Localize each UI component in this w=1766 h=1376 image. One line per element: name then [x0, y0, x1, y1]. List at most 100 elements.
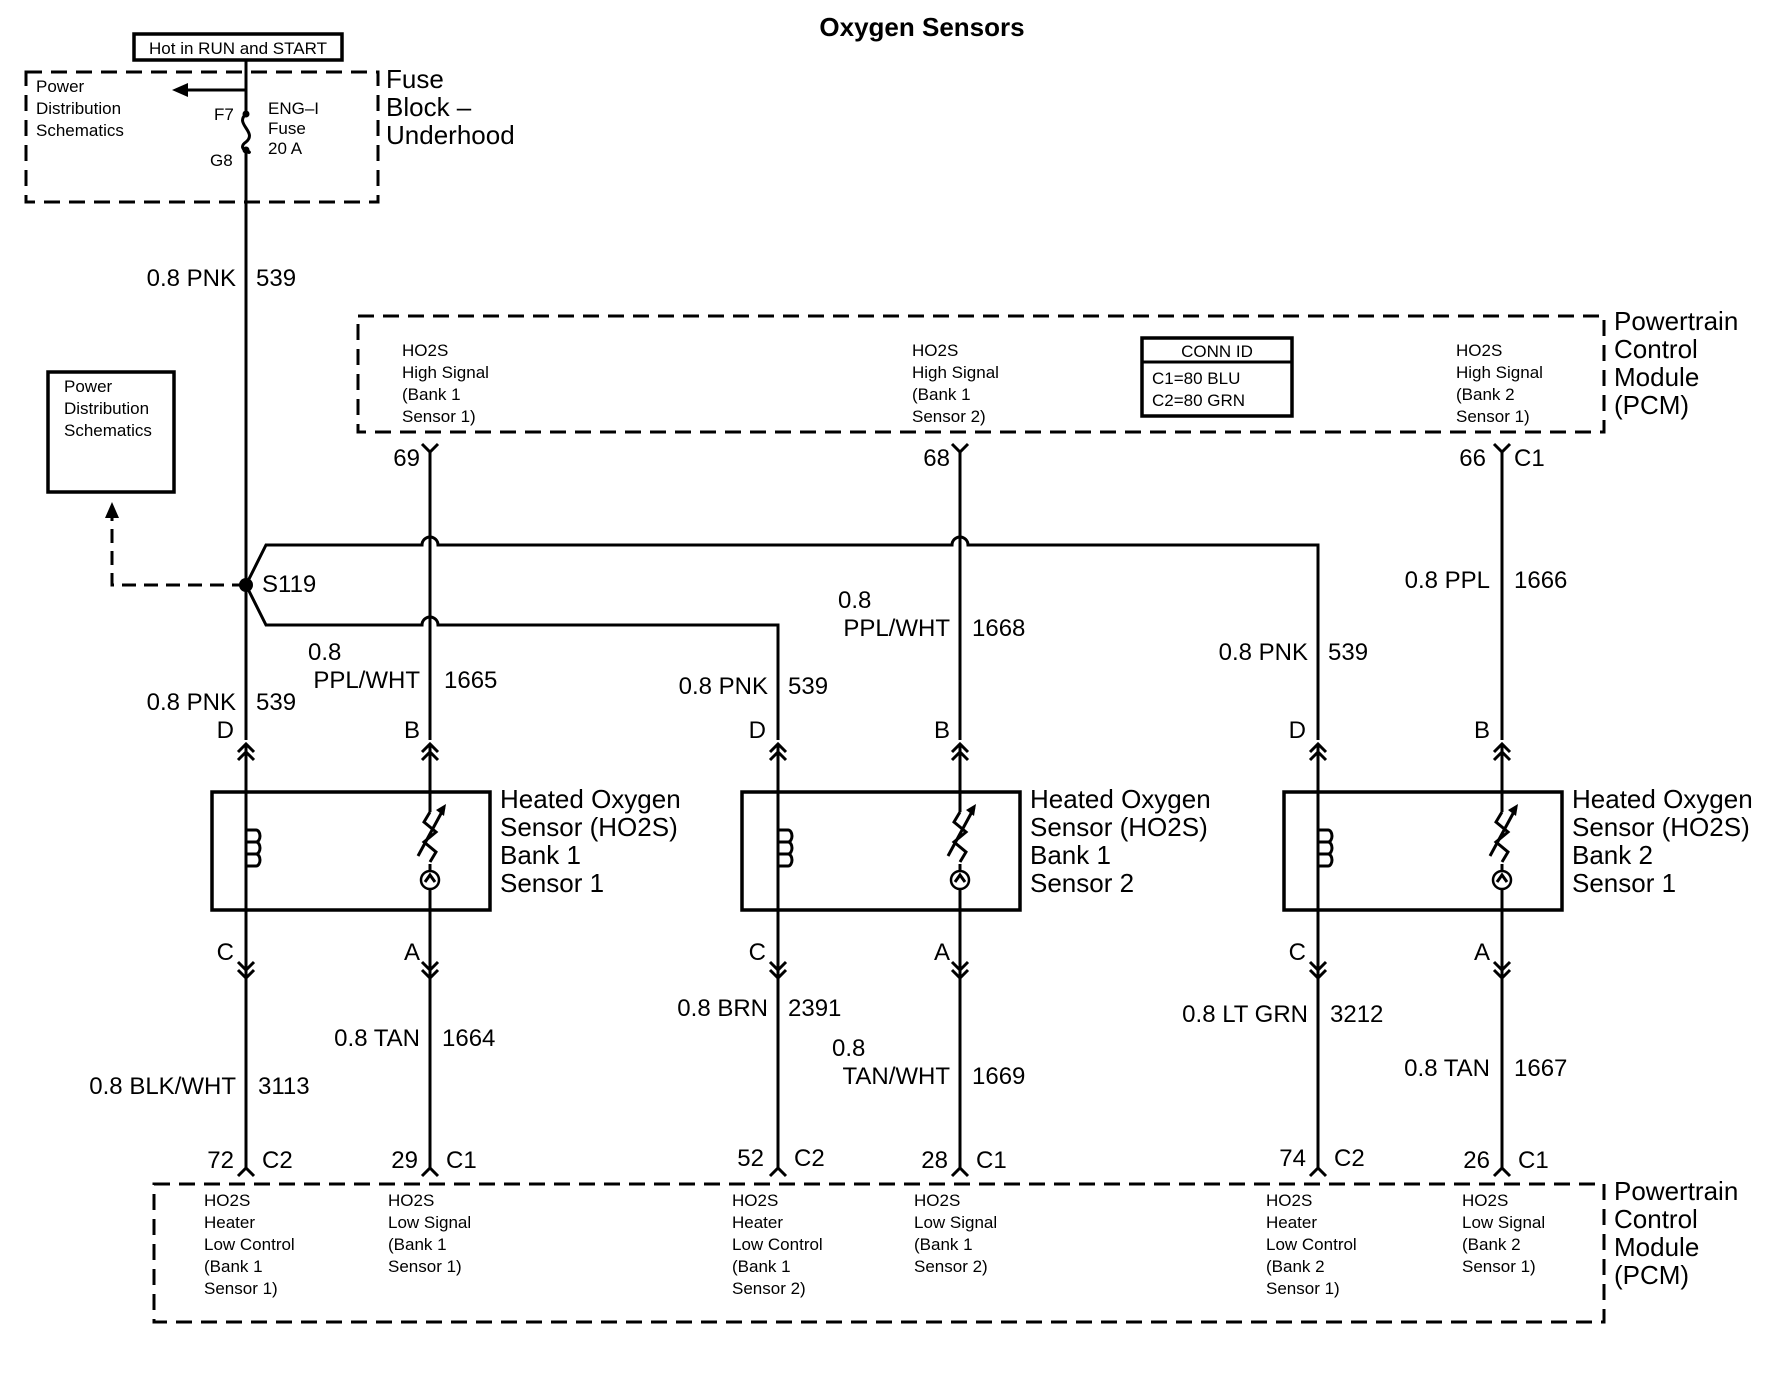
- pcm-bottom-pin-26-name: HO2S Low Signal (Bank 2 Sensor 1): [1462, 1191, 1545, 1276]
- fuse-block-label: Fuse Block – Underhood: [386, 64, 515, 150]
- svg-text:High Signal: High Signal: [1456, 363, 1543, 382]
- pcm-top-pin-66: 66: [1459, 445, 1486, 472]
- sensing-element-icon-s3: [1488, 804, 1518, 891]
- sensing-element-icon-s1: [416, 804, 446, 891]
- conn-id-title: CONN ID: [1181, 342, 1253, 361]
- pcm-top-pin-69: 69: [393, 445, 420, 472]
- svg-text:Powertrain: Powertrain: [1614, 1176, 1738, 1206]
- wire-s1-signal-size-2: PPL/WHT: [313, 667, 420, 694]
- heater-element-icon-s1: [246, 828, 262, 868]
- svg-text:Fuse: Fuse: [268, 119, 306, 138]
- feed-wire-size: 0.8 PNK: [147, 265, 236, 292]
- svg-text:Module: Module: [1614, 362, 1699, 392]
- pin-52-connector-icon: [768, 1165, 788, 1178]
- svg-text:Heated Oxygen: Heated Oxygen: [500, 784, 681, 814]
- svg-text:Low Signal: Low Signal: [388, 1213, 471, 1232]
- wire-s1-heater-size: 0.8 PNK: [147, 689, 236, 716]
- svg-text:(Bank 2: (Bank 2: [1456, 385, 1515, 404]
- svg-text:Heater: Heater: [204, 1213, 255, 1232]
- hot-label: Hot in RUN and START: [149, 39, 327, 58]
- svg-text:Bank 1: Bank 1: [500, 840, 581, 870]
- svg-text:Sensor (HO2S): Sensor (HO2S): [500, 812, 678, 842]
- svg-text:Schematics: Schematics: [64, 421, 152, 440]
- wire-s1-heater-low-size: 0.8 BLK/WHT: [89, 1073, 236, 1100]
- svg-text:Power: Power: [64, 377, 113, 396]
- svg-text:Low Signal: Low Signal: [1462, 1213, 1545, 1232]
- pcm-bottom-label: Powertrain Control Module (PCM): [1614, 1176, 1738, 1290]
- conn-id-c2: C2=80 GRN: [1152, 391, 1245, 410]
- sensor2-name: Heated Oxygen Sensor (HO2S) Bank 1 Senso…: [1030, 784, 1211, 898]
- pcm-bottom-pin-52-name: HO2S Heater Low Control (Bank 1 Sensor 2…: [732, 1191, 823, 1298]
- svg-text:Underhood: Underhood: [386, 120, 515, 150]
- sensor1-name: Heated Oxygen Sensor (HO2S) Bank 1 Senso…: [500, 784, 681, 898]
- svg-text:C1: C1: [1518, 1147, 1549, 1174]
- wire-s3-heater-circuit: 539: [1328, 639, 1368, 666]
- svg-text:28: 28: [921, 1147, 948, 1174]
- connector-s1-c-icon: [236, 960, 256, 981]
- pcm-top-outline: [356, 314, 1606, 434]
- sensor3-name: Heated Oxygen Sensor (HO2S) Bank 2 Senso…: [1572, 784, 1753, 898]
- sensor1-lower-pins: C A: [217, 939, 420, 966]
- pcm-top-pin-66-name: HO2S High Signal (Bank 2 Sensor 1): [1456, 341, 1543, 426]
- fuse-block-power-dist-ref: Power Distribution Schematics: [36, 77, 124, 140]
- svg-text:(Bank 1: (Bank 1: [402, 385, 461, 404]
- wire-s2-signal-low-circuit: 1669: [972, 1063, 1025, 1090]
- pcm-top-label: Powertrain Control Module (PCM): [1614, 306, 1738, 420]
- pcm-bottom-pin-74: 74 C2: [1279, 1145, 1364, 1172]
- power-dist-up-arrow-icon: [105, 502, 119, 518]
- connector-s3-c-icon: [1308, 960, 1328, 981]
- svg-text:HO2S: HO2S: [914, 1191, 960, 1210]
- svg-text:HO2S: HO2S: [732, 1191, 778, 1210]
- svg-text:Sensor 2: Sensor 2: [1030, 868, 1134, 898]
- svg-text:Control: Control: [1614, 1204, 1698, 1234]
- pin-29-connector-icon: [420, 1165, 440, 1178]
- svg-text:72: 72: [207, 1147, 234, 1174]
- wire-s1-signal-low-circuit: 1664: [442, 1025, 495, 1052]
- wire-s1-signal-low-size: 0.8 TAN: [334, 1025, 420, 1052]
- svg-text:Sensor 1): Sensor 1): [1456, 407, 1530, 426]
- svg-text:Heated Oxygen: Heated Oxygen: [1572, 784, 1753, 814]
- svg-text:B: B: [934, 717, 950, 744]
- wire-s3-heater-size: 0.8 PNK: [1219, 639, 1308, 666]
- svg-text:(Bank 1: (Bank 1: [388, 1235, 447, 1254]
- sensor2-lower-pins: C A: [749, 939, 950, 966]
- connector-s2-c-icon: [768, 960, 788, 981]
- svg-text:29: 29: [391, 1147, 418, 1174]
- conn-id-c1: C1=80 BLU: [1152, 369, 1240, 388]
- sensor3-upper-pins: D B: [1289, 717, 1490, 744]
- svg-text:High Signal: High Signal: [912, 363, 999, 382]
- svg-text:B: B: [404, 717, 420, 744]
- svg-text:Sensor 2): Sensor 2): [914, 1257, 988, 1276]
- pcm-bottom-pin-72: 72 C2: [207, 1147, 292, 1174]
- svg-text:HO2S: HO2S: [1456, 341, 1502, 360]
- wire-s2-signal-size-1: 0.8: [838, 587, 871, 614]
- pcm-bottom-pin-29-name: HO2S Low Signal (Bank 1 Sensor 1): [388, 1191, 471, 1276]
- svg-text:Sensor (HO2S): Sensor (HO2S): [1030, 812, 1208, 842]
- conn-id-box: [1140, 336, 1294, 418]
- svg-text:Power: Power: [36, 77, 85, 96]
- svg-text:Sensor 1): Sensor 1): [402, 407, 476, 426]
- feed-wire-circuit: 539: [256, 265, 296, 292]
- pcm-bottom-pin-26: 26 C1: [1463, 1147, 1548, 1174]
- svg-text:High Signal: High Signal: [402, 363, 489, 382]
- pin-68-connector-icon: [950, 442, 970, 455]
- pin-69-connector-icon: [420, 442, 440, 455]
- power-dist-arrow-icon: [172, 83, 188, 97]
- sensor-bank1-sensor2: [740, 744, 1022, 1168]
- svg-text:HO2S: HO2S: [204, 1191, 250, 1210]
- fuse-pin-out-label: G8: [210, 151, 233, 170]
- wire-s2-signal-size-2: PPL/WHT: [843, 615, 950, 642]
- svg-text:Bank 1: Bank 1: [1030, 840, 1111, 870]
- pcm-bottom-pin-28-name: HO2S Low Signal (Bank 1 Sensor 2): [914, 1191, 997, 1276]
- svg-text:Low Control: Low Control: [1266, 1235, 1357, 1254]
- pin-28-connector-icon: [950, 1165, 970, 1178]
- wire-s3-heater-low-circuit: 3212: [1330, 1001, 1383, 1028]
- svg-text:B: B: [1474, 717, 1490, 744]
- svg-text:C1: C1: [446, 1147, 477, 1174]
- svg-text:(Bank 2: (Bank 2: [1462, 1235, 1521, 1254]
- svg-text:C: C: [749, 939, 766, 966]
- svg-text:Sensor 1: Sensor 1: [500, 868, 604, 898]
- wire-s2-heater-size: 0.8 PNK: [679, 673, 768, 700]
- wire-s3-signal-circuit: 1666: [1514, 567, 1567, 594]
